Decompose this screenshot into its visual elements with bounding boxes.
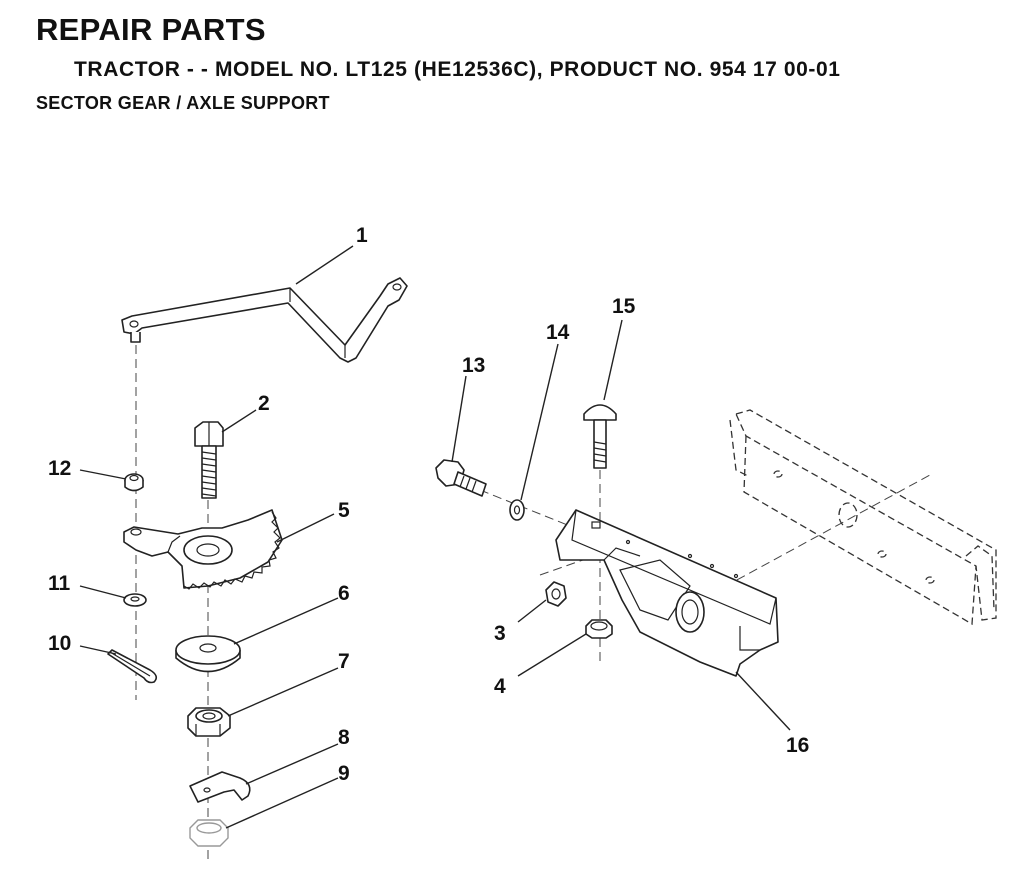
part-4-nut — [585, 619, 613, 639]
part-10-cotter-pin — [107, 649, 158, 684]
callout-15: 15 — [612, 295, 636, 318]
page-title: REPAIR PARTS — [36, 12, 266, 47]
callout-2: 2 — [258, 392, 270, 415]
callout-4: 4 — [494, 675, 506, 698]
leader-lines — [79, 245, 791, 829]
callout-3: 3 — [494, 622, 506, 645]
callout-1: 1 — [356, 224, 368, 247]
part-16-axle-support — [555, 509, 779, 677]
callout-13: 13 — [462, 354, 485, 377]
part-13-hex-bolt — [435, 459, 487, 497]
part-3-nut — [545, 581, 567, 607]
callout-7: 7 — [338, 650, 350, 673]
part-2-bolt — [194, 421, 224, 499]
callout-8: 8 — [338, 726, 350, 749]
part-5-sector-gear — [123, 509, 283, 590]
part-9-nut — [189, 819, 229, 847]
callout-6: 6 — [338, 582, 350, 605]
callout-10: 10 — [48, 632, 71, 655]
model-subtitle: TRACTOR - - MODEL NO. LT125 (HE12536C), … — [74, 58, 841, 81]
part-1-drag-link — [121, 277, 408, 363]
part-7-hex-nut — [187, 707, 231, 737]
callout-14: 14 — [546, 321, 570, 344]
part-12-lock-nut — [124, 473, 144, 492]
part-8-clip — [189, 771, 251, 803]
callout-16: 16 — [786, 734, 809, 757]
centerline-bolt-13 — [479, 489, 581, 531]
callout-12: 12 — [48, 457, 71, 480]
callout-11: 11 — [48, 572, 71, 595]
part-15-carriage-bolt — [583, 404, 617, 469]
part-14-washer — [509, 499, 525, 521]
part-11-washer — [123, 593, 147, 607]
callout-9: 9 — [338, 762, 350, 785]
front-axle-phantom — [729, 409, 997, 626]
callout-5: 5 — [338, 499, 350, 522]
part-6-spacer — [175, 635, 241, 673]
section-title: SECTOR GEAR / AXLE SUPPORT — [36, 93, 330, 113]
centerline-axle — [699, 474, 931, 601]
